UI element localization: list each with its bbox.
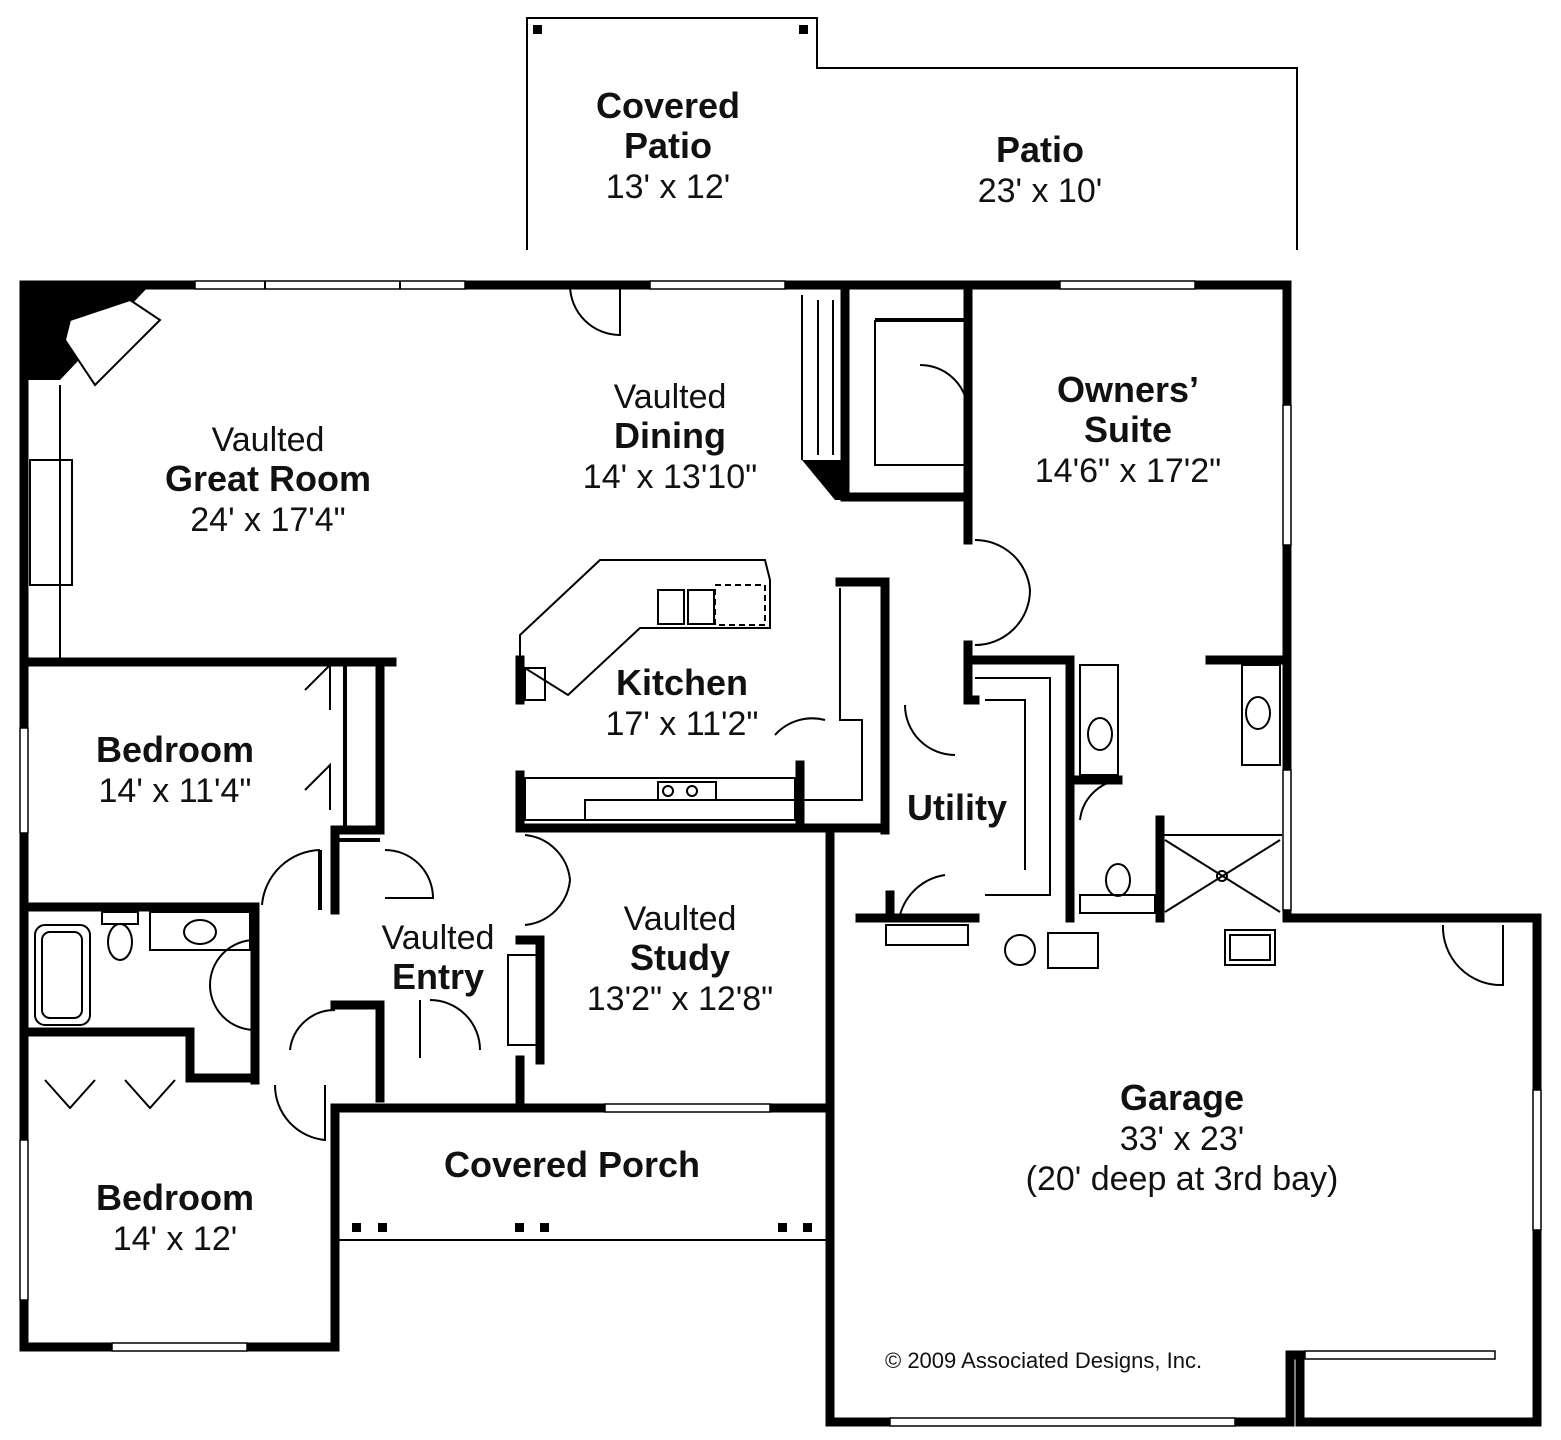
svg-text:Kitchen: Kitchen bbox=[616, 662, 748, 703]
bedroom-1-label: Bedroom 14' x 11'4" bbox=[96, 729, 254, 810]
svg-text:(20' deep at 3rd bay): (20' deep at 3rd bay) bbox=[1026, 1160, 1339, 1198]
svg-text:24' x 17'4": 24' x 17'4" bbox=[190, 501, 346, 539]
svg-text:Entry: Entry bbox=[392, 956, 484, 997]
study-label: Vaulted Study 13'2" x 12'8" bbox=[587, 900, 773, 1018]
garage-label: Garage 33' x 23' (20' deep at 3rd bay) bbox=[1026, 1077, 1339, 1198]
svg-text:Patio: Patio bbox=[624, 125, 712, 166]
kitchen-label: Kitchen 17' x 11'2" bbox=[606, 662, 759, 743]
svg-text:Patio: Patio bbox=[996, 129, 1084, 170]
dining-label: Vaulted Dining 14' x 13'10" bbox=[583, 378, 757, 496]
svg-text:13'2" x 12'8": 13'2" x 12'8" bbox=[587, 980, 773, 1018]
svg-text:Dining: Dining bbox=[614, 415, 726, 456]
covered-porch-label: Covered Porch bbox=[444, 1144, 700, 1185]
svg-text:Vaulted: Vaulted bbox=[624, 900, 737, 938]
svg-text:13' x 12': 13' x 12' bbox=[606, 168, 731, 206]
svg-text:17' x 11'2": 17' x 11'2" bbox=[606, 705, 759, 743]
exterior-walls bbox=[19, 280, 1542, 1427]
kitchen-counters bbox=[519, 559, 796, 821]
svg-text:33' x 23': 33' x 23' bbox=[1120, 1120, 1245, 1158]
svg-text:Vaulted: Vaulted bbox=[614, 378, 727, 416]
svg-text:14' x 13'10": 14' x 13'10" bbox=[583, 458, 757, 496]
bedroom-2-label: Bedroom 14' x 12' bbox=[96, 1177, 254, 1258]
svg-text:14'6" x 17'2": 14'6" x 17'2" bbox=[1035, 452, 1221, 490]
svg-text:Covered Porch: Covered Porch bbox=[444, 1144, 700, 1185]
covered-patio-label: Covered Patio 13' x 12' bbox=[596, 85, 740, 206]
windows bbox=[19, 280, 1542, 1427]
doors bbox=[44, 284, 1504, 1142]
svg-text:23' x 10': 23' x 10' bbox=[978, 172, 1103, 210]
svg-text:Suite: Suite bbox=[1084, 409, 1172, 450]
owners-suite-label: Owners’ Suite 14'6" x 17'2" bbox=[1035, 369, 1221, 490]
svg-text:Great Room: Great Room bbox=[165, 458, 371, 499]
svg-text:Bedroom: Bedroom bbox=[96, 729, 254, 770]
interior-walls bbox=[19, 285, 1292, 1113]
svg-text:14' x 11'4": 14' x 11'4" bbox=[99, 772, 252, 810]
utility-label: Utility bbox=[907, 787, 1007, 828]
svg-text:14' x 12': 14' x 12' bbox=[113, 1220, 238, 1258]
entry-label: Vaulted Entry bbox=[382, 919, 495, 997]
svg-text:Vaulted: Vaulted bbox=[382, 919, 495, 957]
svg-text:Vaulted: Vaulted bbox=[212, 421, 325, 459]
svg-text:Utility: Utility bbox=[907, 787, 1007, 828]
garage-fixtures bbox=[885, 924, 1276, 969]
patio-label: Patio 23' x 10' bbox=[978, 129, 1103, 210]
covered-porch bbox=[335, 1223, 830, 1241]
svg-text:Study: Study bbox=[630, 937, 730, 978]
svg-text:Owners’: Owners’ bbox=[1057, 369, 1199, 410]
copyright-text: © 2009 Associated Designs, Inc. bbox=[885, 1348, 1202, 1373]
bath-fixtures bbox=[34, 664, 1281, 1026]
svg-text:Covered: Covered bbox=[596, 85, 740, 126]
svg-text:Garage: Garage bbox=[1120, 1077, 1244, 1118]
great-room-label: Vaulted Great Room 24' x 17'4" bbox=[165, 421, 371, 539]
svg-text:Bedroom: Bedroom bbox=[96, 1177, 254, 1218]
patio-outline bbox=[526, 17, 1298, 250]
